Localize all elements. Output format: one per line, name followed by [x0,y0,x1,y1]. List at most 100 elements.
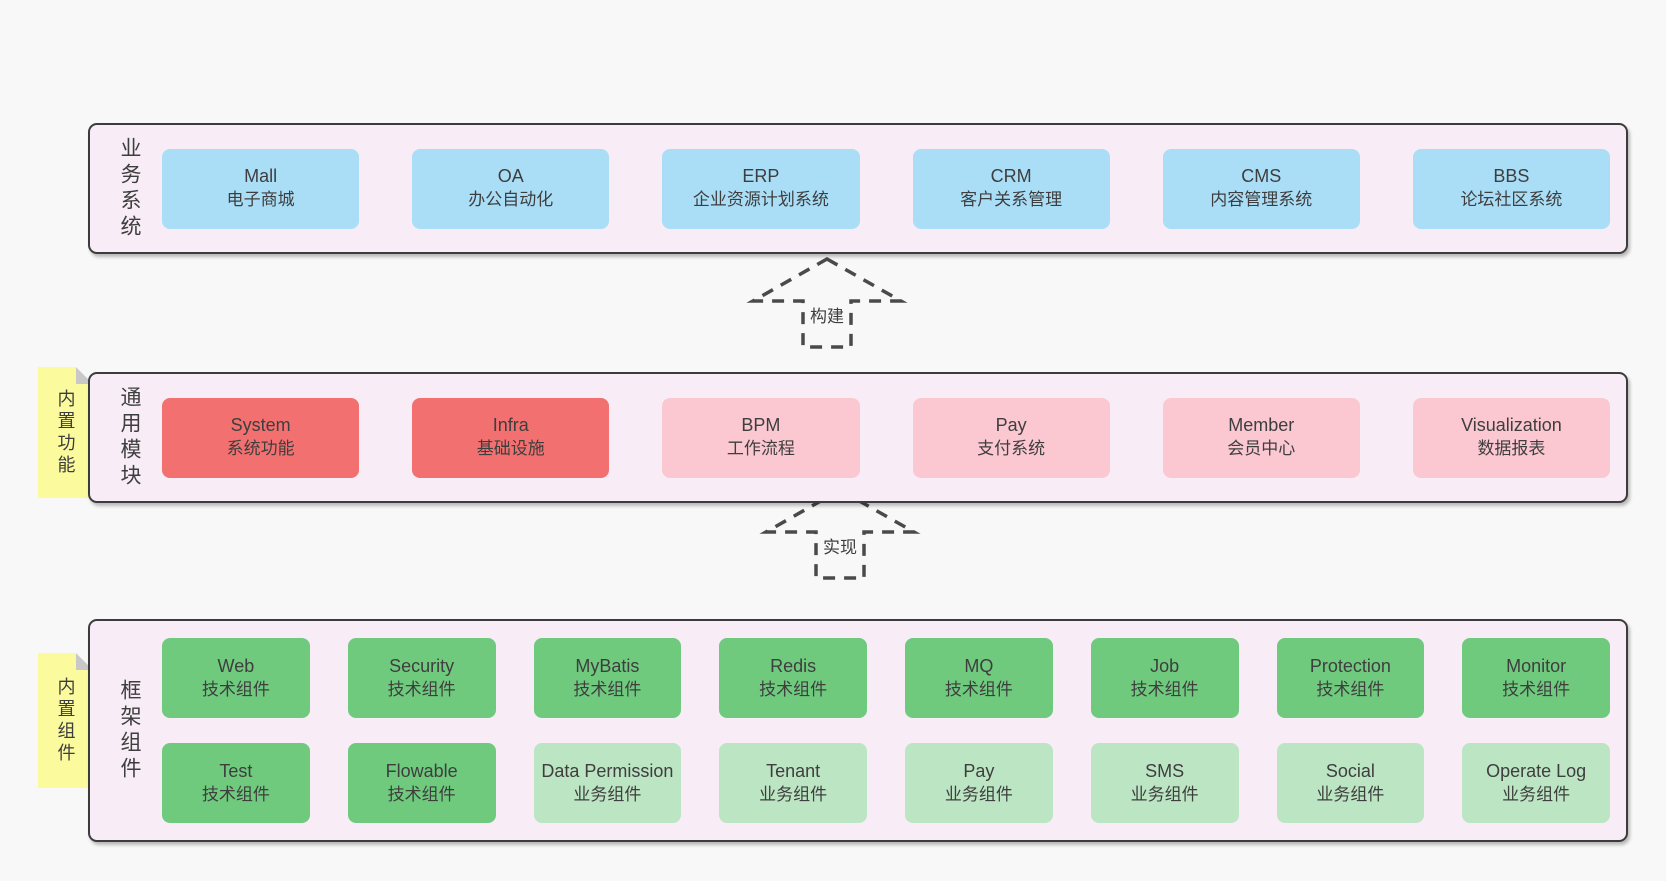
box-subtitle: 业务组件 [944,784,1013,804]
box-subtitle: 业务组件 [573,784,642,804]
box-subtitle: 数据报表 [1477,439,1546,459]
implement-arrow: 实现 [758,486,922,582]
box-subtitle: 系统功能 [226,439,295,459]
box-mq: MQ 技术组件 [905,638,1053,718]
framework-components-label: 框架组件 [118,678,141,783]
box-subtitle: 业务组件 [1316,784,1385,804]
box-title: Web [217,655,255,676]
box-subtitle: 电子商城 [226,190,295,210]
box-title: Pay [995,415,1027,436]
box-protection: Protection 技术组件 [1276,638,1425,718]
business-systems-label: 业务系统 [118,136,141,241]
box-title: Flowable [385,760,458,781]
box-subtitle: 会员中心 [1227,439,1296,459]
framework-components-grid: Web 技术组件 Security 技术组件 MyBatis 技术组件 Redi… [162,638,1610,823]
box-title: BBS [1493,166,1530,187]
box-subtitle: 办公自动化 [468,190,554,210]
box-subtitle: 技术组件 [1316,679,1385,699]
box-operate-log: Operate Log 业务组件 [1462,743,1610,823]
box-title: Monitor [1506,655,1567,676]
box-title: BPM [741,415,781,436]
box-bbs: BBS 论坛社区系统 [1412,148,1611,229]
box-subtitle: 业务组件 [1130,784,1199,804]
box-title: Mall [244,166,278,187]
box-title: Infra [492,415,529,436]
build-arrow-label: 构建 [806,299,848,330]
box-title: OA [497,166,524,187]
box-title: ERP [742,166,780,187]
box-title: CMS [1241,166,1282,187]
common-modules-container: 通用模块 System 系统功能 Infra 基础设施 BPM 工作流程 Pay… [88,372,1628,503]
box-pay: Pay 支付系统 [912,397,1110,478]
box-subtitle: 内容管理系统 [1210,190,1313,210]
box-title: Test [219,760,253,781]
build-arrow: 构建 [745,255,909,351]
box-system: System 系统功能 [162,397,360,478]
box-title: System [230,415,291,436]
box-infra: Infra 基础设施 [412,397,610,478]
box-subtitle: 企业资源计划系统 [692,190,829,210]
up-arrow-icon [759,487,921,580]
builtin-components-note-label: 内置组件 [55,676,76,765]
business-systems-container: 业务系统 Mall 电子商城 OA 办公自动化 ERP 企业资源计划系统 CRM… [88,123,1628,254]
box-title: Protection [1309,655,1391,676]
box-subtitle: 技术组件 [759,679,828,699]
box-subtitle: 业务组件 [1502,784,1571,804]
up-arrow-icon [746,256,908,349]
box-title: Job [1150,655,1180,676]
box-pay-business: Pay 业务组件 [905,743,1053,823]
box-subtitle: 技术组件 [573,679,642,699]
box-crm: CRM 客户关系管理 [912,148,1110,229]
box-subtitle: 工作流程 [726,439,795,459]
box-tenant: Tenant 业务组件 [719,743,867,823]
box-subtitle: 支付系统 [977,439,1046,459]
box-subtitle: 技术组件 [201,784,270,804]
box-title: Data Permission [541,760,674,781]
box-test: Test 技术组件 [162,743,310,823]
box-subtitle: 技术组件 [1130,679,1199,699]
box-subtitle: 业务组件 [759,784,828,804]
box-monitor: Monitor 技术组件 [1462,638,1610,718]
box-subtitle: 论坛社区系统 [1460,190,1563,210]
box-subtitle: 技术组件 [201,679,270,699]
box-data-permission: Data Permission 业务组件 [533,743,682,823]
box-erp: ERP 企业资源计划系统 [662,148,860,229]
box-title: CRM [990,166,1032,187]
box-title: Pay [963,760,995,781]
box-title: MQ [964,655,994,676]
business-systems-row: Mall 电子商城 OA 办公自动化 ERP 企业资源计划系统 CRM 客户关系… [162,148,1611,229]
box-title: Operate Log [1486,760,1587,781]
box-subtitle: 技术组件 [387,679,456,699]
box-title: Security [389,655,455,676]
box-title: Social [1325,760,1375,781]
box-visualization: Visualization 数据报表 [1412,397,1611,478]
builtin-features-note-label: 内置功能 [55,388,76,477]
box-title: Visualization [1461,415,1562,436]
box-social: Social 业务组件 [1276,743,1425,823]
box-flowable: Flowable 技术组件 [347,743,496,823]
box-subtitle: 技术组件 [1502,679,1571,699]
common-modules-label: 通用模块 [118,385,141,490]
builtin-components-note: 内置组件 [38,653,93,788]
box-cms: CMS 内容管理系统 [1162,148,1360,229]
box-subtitle: 技术组件 [387,784,456,804]
box-title: Redis [770,655,817,676]
box-mybatis: MyBatis 技术组件 [533,638,682,718]
box-redis: Redis 技术组件 [719,638,867,718]
implement-arrow-label: 实现 [819,530,861,561]
box-sms: SMS 业务组件 [1090,743,1239,823]
box-subtitle: 基础设施 [476,439,545,459]
box-subtitle: 技术组件 [944,679,1013,699]
box-title: Tenant [766,760,821,781]
box-member: Member 会员中心 [1162,397,1360,478]
box-web: Web 技术组件 [162,638,310,718]
box-title: SMS [1145,760,1185,781]
box-subtitle: 客户关系管理 [960,190,1063,210]
box-bpm: BPM 工作流程 [662,397,860,478]
box-security: Security 技术组件 [347,638,496,718]
common-modules-row: System 系统功能 Infra 基础设施 BPM 工作流程 Pay 支付系统… [162,397,1611,478]
builtin-features-note: 内置功能 [38,367,93,498]
box-oa: OA 办公自动化 [412,148,610,229]
box-job: Job 技术组件 [1090,638,1239,718]
box-title: MyBatis [575,655,640,676]
